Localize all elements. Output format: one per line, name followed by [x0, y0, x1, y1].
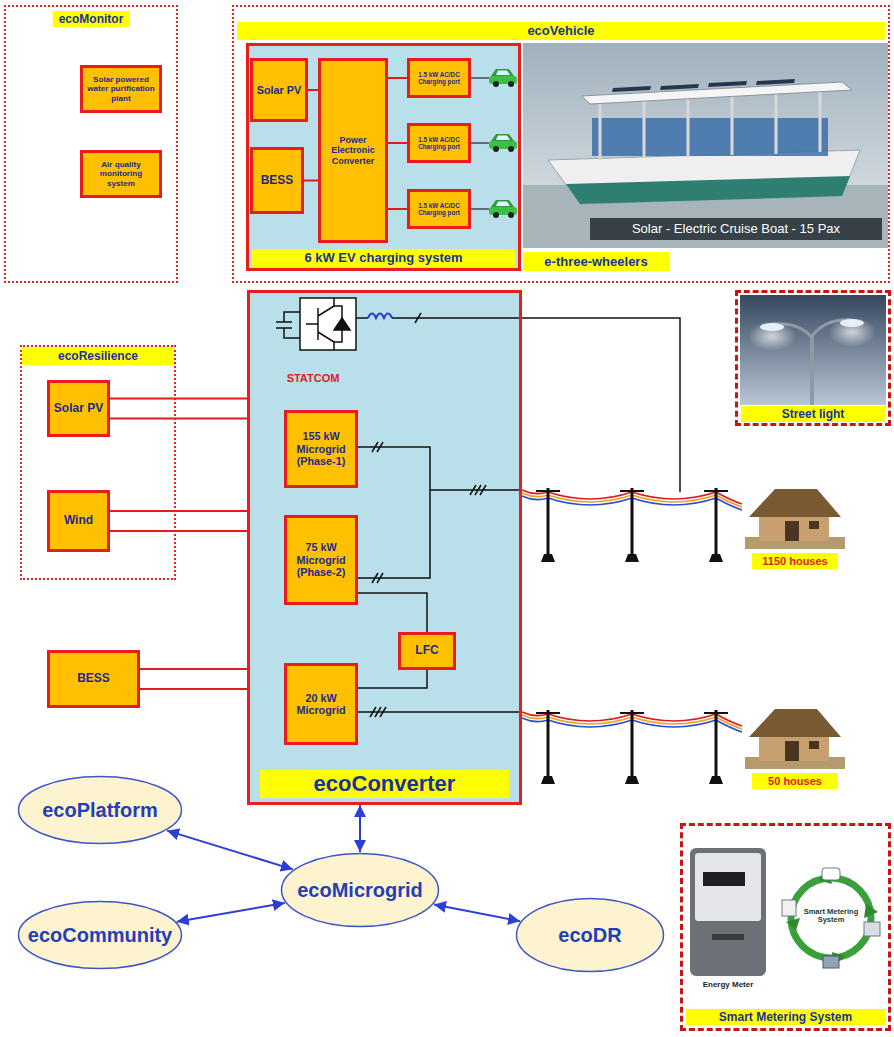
node-label: 1.5 kW AC/DC Charging port	[412, 202, 466, 216]
boat-picture	[523, 43, 888, 248]
group-heading: ecoResilience	[22, 347, 174, 365]
node-label: Wind	[64, 514, 93, 528]
picture-label: Energy Meter	[686, 980, 770, 989]
node-label: 1.5 kW AC/DC Charging port	[412, 136, 466, 150]
house-count: 50 houses	[752, 773, 838, 789]
group-heading: ecoMonitor	[53, 11, 130, 27]
facility-box: Air quality monitoring system	[80, 150, 162, 198]
module-ellipse: ecoDR	[515, 897, 665, 973]
component-label: STATCOM	[268, 372, 358, 385]
utility-poles	[536, 488, 728, 784]
power-link-second-wire	[110, 530, 247, 532]
group-heading: Smart Metering System	[686, 1009, 885, 1025]
ev-car-icons	[467, 69, 517, 218]
port-box: 1.5 kW AC/DC Charging port	[407, 189, 471, 229]
microgrid-box: 75 kW Microgrid (Phase-2)	[284, 515, 358, 605]
street-light-picture	[740, 295, 886, 405]
picture-label: e-three-wheelers	[523, 252, 669, 271]
module-ellipse: ecoCommunity	[17, 900, 183, 970]
controller-box: LFC	[398, 632, 456, 670]
node-label: BESS	[261, 174, 294, 188]
facility-box: Solar powered water purification plant	[80, 65, 162, 113]
microgrid-box: 20 kW Microgrid	[284, 663, 358, 745]
house-picture	[745, 489, 845, 769]
port-box: 1.5 kW AC/DC Charging port	[407, 58, 471, 98]
ellipse-outline	[19, 777, 182, 844]
node-label: BESS	[77, 672, 110, 686]
node-label: ecoMicrogrid	[297, 879, 423, 902]
power-link	[140, 668, 247, 670]
node-label: ecoPlatform	[42, 799, 158, 822]
picture-panel: Smart Metering System	[680, 823, 891, 1031]
power-link	[388, 77, 407, 79]
node-label: 20 kW Microgrid	[289, 692, 353, 717]
node-label: 1.5 kW AC/DC Charging port	[412, 71, 466, 85]
node-label: Solar PV	[257, 84, 301, 96]
group-heading: Street light	[741, 406, 885, 422]
group-panel: ecoResilienceSolar PV Wind	[20, 345, 176, 580]
data-link	[167, 831, 293, 870]
microgrid-box: 155 kW Microgrid (Phase-1)	[284, 410, 358, 488]
node-label: Air quality monitoring system	[85, 160, 157, 188]
node-label: Solar PV	[54, 402, 103, 416]
node-label: Solar powered water purification plant	[85, 75, 157, 103]
statcom-symbol	[276, 298, 680, 492]
power-link	[110, 510, 247, 512]
power-link	[110, 398, 247, 400]
source-box: Wind	[47, 490, 110, 552]
group-panel: ecoMonitorSolar powered water purificati…	[4, 5, 178, 283]
house-count: 1150 houses	[752, 553, 838, 569]
smart-meter-picture	[690, 848, 880, 976]
photo-caption: Solar - Electric Cruise Boat - 15 Pax	[590, 218, 882, 240]
storage-box: BESS	[47, 650, 140, 708]
data-link	[359, 805, 361, 852]
module-ellipse: ecoMicrogrid	[280, 852, 440, 928]
system-box-fill	[246, 43, 521, 271]
power-link	[388, 208, 407, 210]
node-label: Power Electronic Converter	[323, 135, 383, 166]
ellipse-outline	[517, 899, 664, 972]
ellipse-outline	[282, 854, 439, 927]
storage-box: BESS	[250, 147, 304, 214]
data-link	[434, 904, 520, 921]
group-heading: 6 kW EV charging system	[252, 249, 515, 267]
source-box: Solar PV	[47, 380, 110, 437]
node-label: 155 kW Microgrid (Phase-1)	[289, 430, 353, 467]
picture-panel: Street light	[735, 290, 891, 426]
power-link	[308, 89, 318, 91]
control-link	[358, 593, 427, 632]
system-box: 6 kW EV charging system Solar PV BESS Power…	[246, 43, 521, 271]
power-link-second-wire	[110, 418, 247, 420]
node-label: ecoDR	[558, 924, 621, 947]
source-box: Solar PV	[250, 58, 308, 122]
data-link	[177, 903, 285, 922]
node-label: ecoCommunity	[28, 924, 172, 947]
module-ellipse: ecoPlatform	[17, 775, 183, 845]
node-label: 75 kW Microgrid (Phase-2)	[289, 541, 353, 578]
port-box: 1.5 kW AC/DC Charging port	[407, 123, 471, 163]
system-box-fill	[247, 290, 522, 805]
system-box: ecoConverter 155 kW Microgrid (Phase-1) 75…	[247, 290, 522, 805]
picture-label: Smart Metering System	[802, 908, 860, 925]
group-panel: ecoVehicle 6 kW EV charging system Solar P…	[232, 5, 890, 283]
converter-box: Power Electronic Converter	[318, 58, 388, 243]
power-link-second-wire	[140, 688, 247, 690]
node-label: LFC	[415, 644, 438, 658]
group-heading: ecoVehicle	[237, 22, 885, 40]
power-link	[304, 180, 318, 182]
ellipse-outline	[19, 902, 182, 969]
group-heading: ecoConverter	[260, 770, 509, 798]
control-link	[358, 670, 427, 688]
bus-wires	[354, 442, 522, 717]
power-link	[388, 142, 407, 144]
